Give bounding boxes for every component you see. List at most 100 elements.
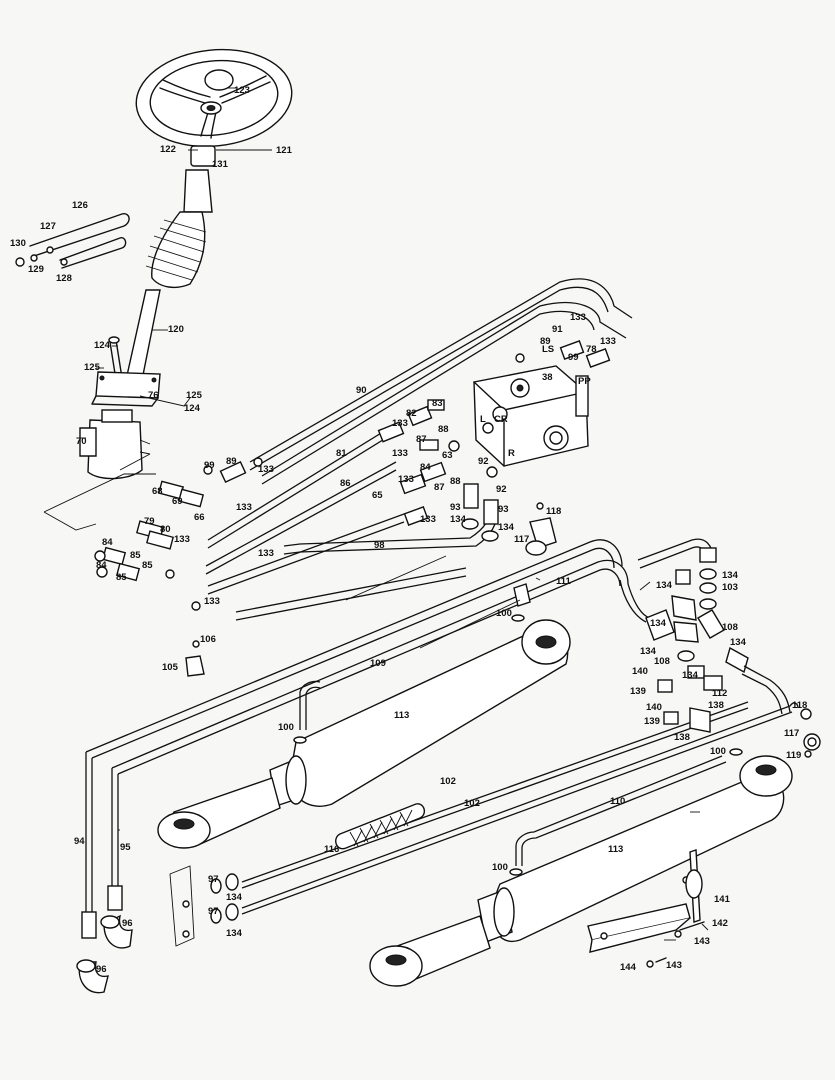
callout-141: 141 <box>714 894 731 905</box>
callout-99-left: 99 <box>204 460 215 471</box>
callout-133-left-low: 133 <box>174 534 190 545</box>
callout-100-right: 100 <box>710 746 726 757</box>
callout-119: 119 <box>786 750 801 761</box>
callout-133-mid2: 133 <box>398 474 414 485</box>
callout-139-lower: 139 <box>644 716 660 727</box>
callout-97-lower: 97 <box>208 906 219 917</box>
callout-116: 116 <box>324 844 339 855</box>
callout-134-bracket: 134 <box>682 670 699 681</box>
callout-R: R <box>508 448 515 459</box>
hydraulic-cylinder-upper <box>157 619 571 849</box>
callout-38: 38 <box>542 372 553 383</box>
callout-133-low: 133 <box>258 548 274 559</box>
callout-100-left: 100 <box>278 722 294 733</box>
hoses-upper <box>205 278 633 621</box>
callout-108-lower: 108 <box>654 656 670 667</box>
callout-83: 83 <box>432 398 443 409</box>
callout-97-upper: 97 <box>208 874 219 885</box>
callout-CR: CR <box>494 414 508 425</box>
callout-133-left-upper: 133 <box>258 464 274 475</box>
callout-labels: 123 122 121 131 126 127 130 129 128 120 … <box>10 85 807 975</box>
steering-column <box>79 145 216 480</box>
callout-128: 128 <box>56 273 72 284</box>
callout-112: 112 <box>712 688 727 699</box>
callout-89-top: 89 <box>540 336 551 347</box>
callout-142: 142 <box>712 918 728 929</box>
callout-113-lower: 113 <box>608 844 623 855</box>
callout-79: 79 <box>144 516 155 527</box>
callout-124-lower: 124 <box>184 403 201 414</box>
callout-143-upper: 143 <box>694 936 710 947</box>
callout-68: 68 <box>152 486 163 497</box>
mounting-bracket <box>587 849 705 968</box>
callout-84-valve: 84 <box>420 462 431 473</box>
callout-76: 76 <box>148 390 159 401</box>
callout-98: 98 <box>374 540 385 551</box>
callout-82: 82 <box>406 408 417 419</box>
callout-103: 103 <box>722 582 738 593</box>
callout-126: 126 <box>72 200 88 211</box>
callout-84-left: 84 <box>102 537 113 548</box>
callout-125-right: 125 <box>186 390 203 401</box>
callout-102-lower: 102 <box>464 798 480 809</box>
callout-133-bottom: 133 <box>204 596 220 607</box>
leader-lines <box>78 87 709 941</box>
callout-111: 111 <box>556 576 572 587</box>
callout-140-upper: 140 <box>632 666 648 677</box>
callout-89-left: 89 <box>226 456 237 467</box>
callout-80: 80 <box>160 524 171 535</box>
callout-134-group-left: 134 <box>640 646 657 657</box>
callout-87-upper: 87 <box>416 434 427 445</box>
long-pipes <box>85 538 799 915</box>
callout-93-right: 93 <box>498 504 509 515</box>
callout-110: 110 <box>610 796 625 807</box>
callout-88-lower: 88 <box>450 476 461 487</box>
callout-85-left-upper: 85 <box>130 550 141 561</box>
callout-94: 94 <box>74 836 85 847</box>
u-bolt-bracket <box>15 213 130 269</box>
callout-86: 86 <box>340 478 351 489</box>
callout-118-upper: 118 <box>546 506 561 517</box>
callout-117-lower: 117 <box>784 728 799 739</box>
callout-133-right: 133 <box>600 336 616 347</box>
callout-99-top: 99 <box>568 352 579 363</box>
callout-118-lower: 118 <box>792 700 807 711</box>
callout-134-right-top: 134 <box>722 570 739 581</box>
fittings-lower-left <box>76 865 239 994</box>
callout-65: 65 <box>372 490 383 501</box>
callout-133-mid3: 133 <box>420 514 436 525</box>
hose-protective-sleeve <box>335 803 426 850</box>
callout-100-lower: 100 <box>492 862 508 873</box>
callout-102-upper: 102 <box>440 776 456 787</box>
hydraulic-cylinder-lower <box>369 755 793 987</box>
callout-140-lower: 140 <box>646 702 662 713</box>
callout-96-upper: 96 <box>122 918 133 929</box>
callout-134-right: 134 <box>498 522 515 533</box>
callout-113-upper: 113 <box>394 710 409 721</box>
callout-95: 95 <box>120 842 131 853</box>
callout-105: 105 <box>162 662 179 673</box>
callout-143-lower: 143 <box>666 960 682 971</box>
callout-69: 69 <box>172 496 183 507</box>
callout-133-top: 133 <box>570 312 586 323</box>
callout-100-upper: 100 <box>496 608 512 619</box>
callout-PP: PP <box>578 376 591 387</box>
callout-66: 66 <box>194 512 205 523</box>
callout-84-left-lower: 84 <box>96 560 107 571</box>
callout-133-valve: 133 <box>392 418 408 429</box>
callout-138-upper: 138 <box>708 700 724 711</box>
callout-123: 123 <box>234 85 250 96</box>
callout-129: 129 <box>28 264 44 275</box>
callout-70: 70 <box>76 436 87 447</box>
callout-122: 122 <box>160 144 176 155</box>
callout-130: 130 <box>10 238 26 249</box>
callout-125-left: 125 <box>84 362 101 373</box>
callout-127: 127 <box>40 221 56 232</box>
callout-133-mid: 133 <box>392 448 408 459</box>
callout-LS: LS <box>542 344 554 355</box>
callout-134-group: 134 <box>650 618 667 629</box>
callout-144: 144 <box>620 962 637 973</box>
callout-117-upper: 117 <box>514 534 529 545</box>
callout-134-lower-upper: 134 <box>226 892 243 903</box>
